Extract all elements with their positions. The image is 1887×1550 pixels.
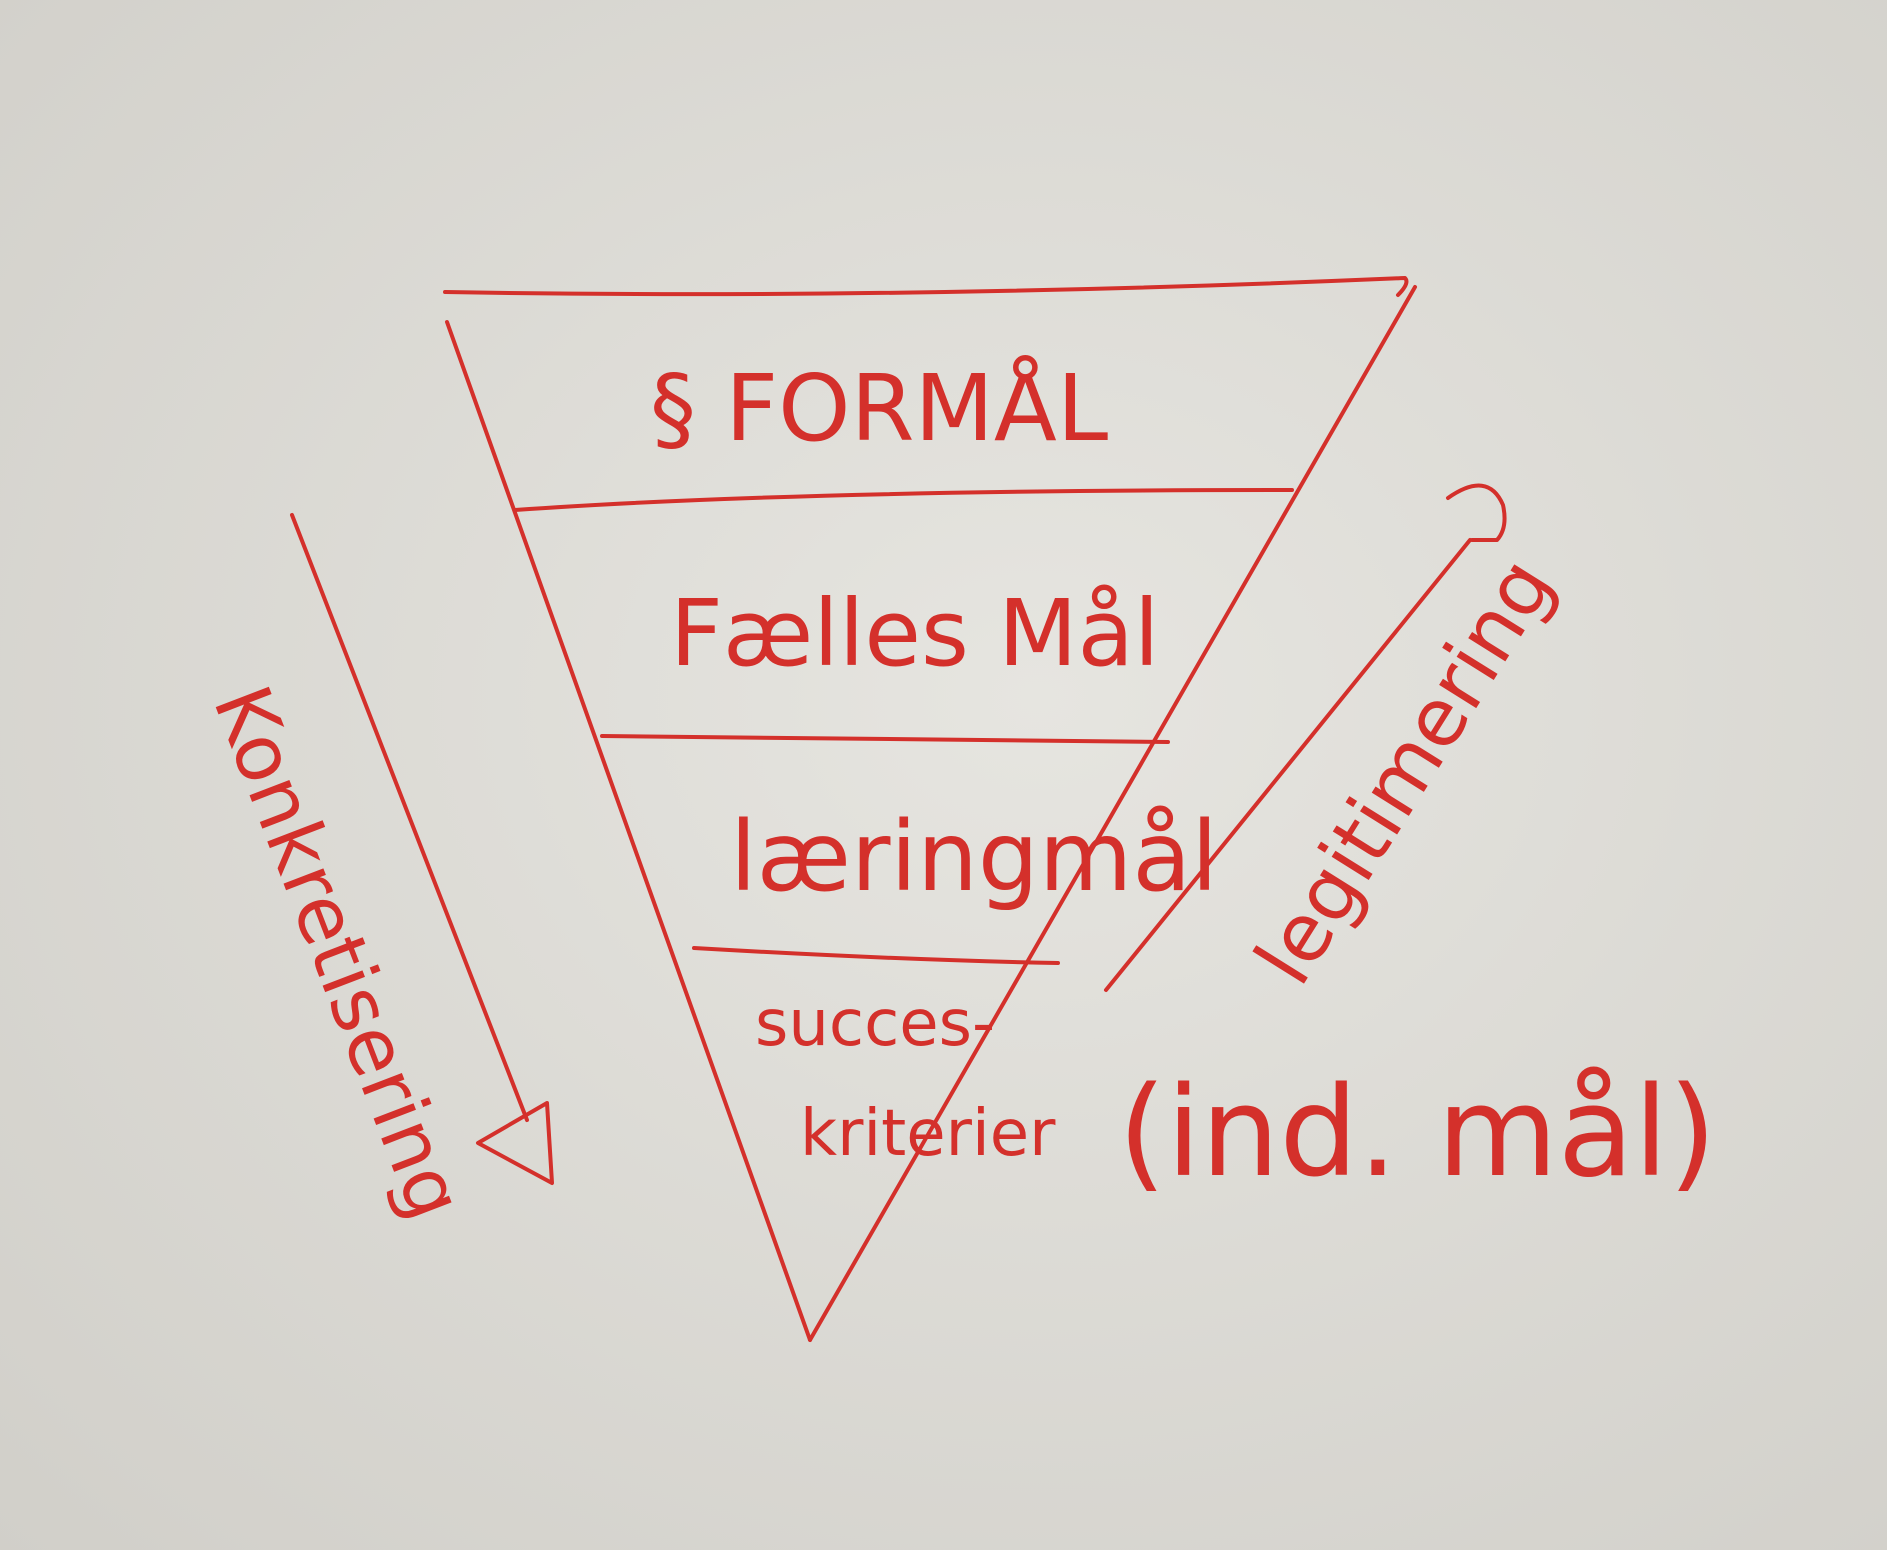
level-label-faelles-maal: Fælles Mål xyxy=(670,580,1159,687)
right-arrow-head-icon xyxy=(1446,483,1507,542)
funnel-right-side xyxy=(808,285,1417,1342)
level-label-formal: § FORMÅL xyxy=(650,354,1108,462)
funnel-left-side xyxy=(445,320,812,1342)
right-arrow-shaft xyxy=(1104,538,1472,992)
marker-drawing: § FORMÅL Fælles Mål læringmål succes- kr… xyxy=(195,276,1717,1342)
level-label-laeringmaal: læringmål xyxy=(730,801,1218,913)
funnel-top-line xyxy=(443,276,1409,297)
divider-line-3 xyxy=(692,946,1060,965)
left-arrow-shaft xyxy=(290,513,529,1122)
level-label-succes-line1: succes- xyxy=(755,987,995,1061)
side-note-ind-maal: (ind. mål) xyxy=(1118,1061,1717,1205)
left-arrow-head-icon xyxy=(476,1101,554,1185)
level-label-succes-line2: kriterier xyxy=(800,1097,1056,1171)
divider-line-2 xyxy=(600,734,1170,744)
divider-line-1 xyxy=(513,488,1294,512)
